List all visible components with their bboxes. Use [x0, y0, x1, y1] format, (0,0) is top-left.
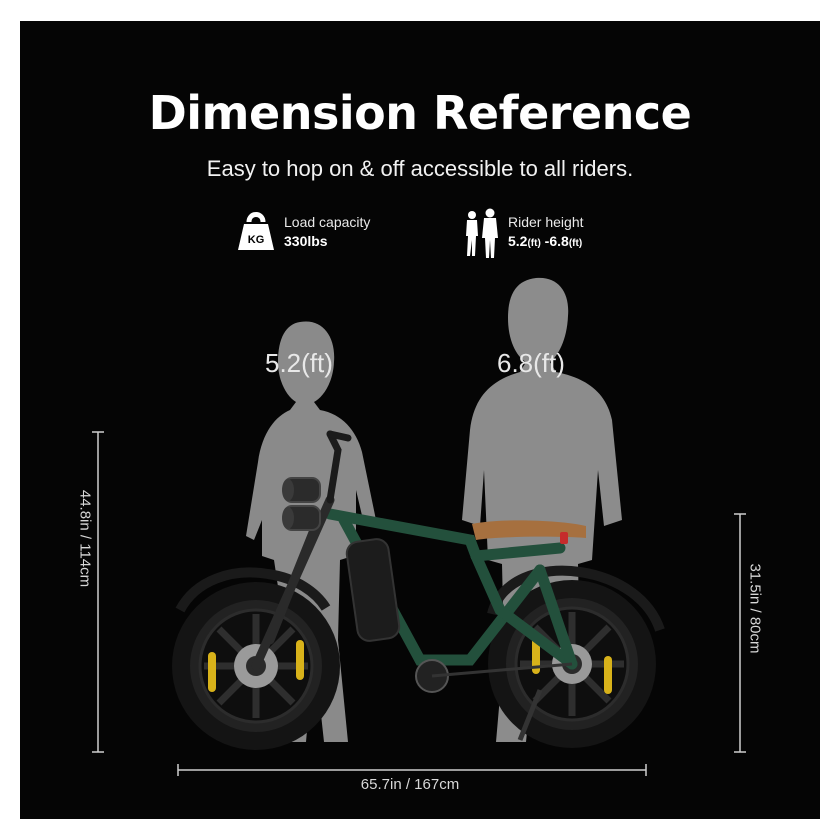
rider-height-min-unit: (ft) — [527, 238, 541, 249]
rider-height-spec: Rider height 5.2(ft) -6.8(ft) — [460, 208, 660, 258]
seat-height-dimension: 31.5in / 80cm — [746, 563, 764, 654]
rider-height-max: 6.8 — [549, 233, 569, 249]
electric-bike — [172, 430, 665, 750]
rider-silhouettes-icon — [466, 208, 498, 258]
tall-rider-height-label: 6.8(ft) — [497, 348, 565, 378]
page-title: Dimension Reference — [148, 86, 692, 140]
load-capacity-value: 330lbs — [284, 233, 328, 249]
kettlebell-label: KG — [248, 234, 265, 246]
overall-height-dimension: 44.8in / 114cm — [76, 489, 94, 588]
rider-height-min: 5.2 — [508, 233, 528, 249]
rider-height-max-unit: (ft) — [568, 238, 583, 249]
tall-rider-silhouette — [462, 277, 622, 742]
load-capacity-spec: KG Load capacity 330lbs — [232, 208, 402, 258]
kettlebell-weight-icon: KG — [238, 212, 274, 250]
short-rider-height-label: 5.2(ft) — [265, 348, 333, 378]
rider-height-label: Rider height — [508, 214, 584, 230]
page-subtitle: Easy to hop on & off accessible to all r… — [206, 156, 634, 181]
dimension-lines — [92, 431, 746, 776]
rider-height-value: 5.2(ft) -6.8(ft) — [508, 233, 582, 249]
length-dimension: 65.7in / 167cm — [360, 776, 460, 793]
load-capacity-label: Load capacity — [284, 214, 371, 230]
rider-height-separator: - — [540, 233, 550, 249]
